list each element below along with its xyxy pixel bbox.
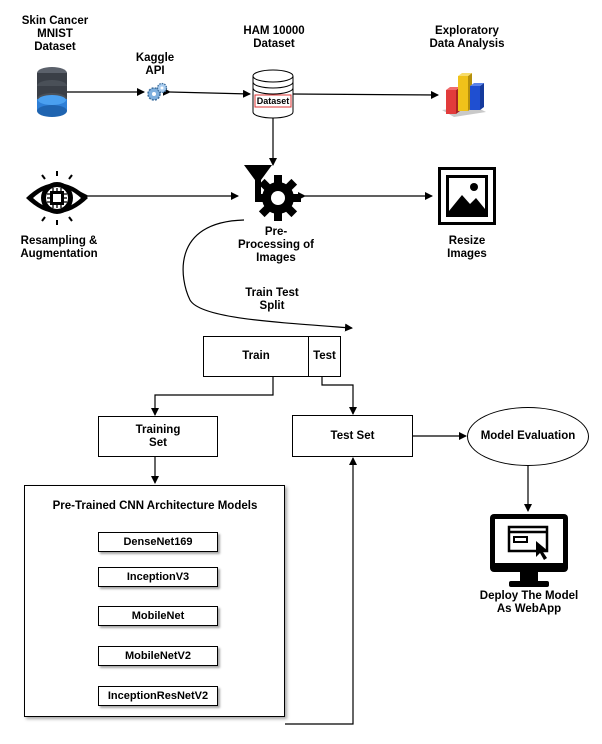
resampling-label: Resampling & Augmentation — [20, 235, 98, 260]
ham-dataset-label: HAM 10000 Dataset — [243, 25, 305, 50]
kaggle-api-label: Kaggle API — [135, 52, 175, 77]
edge-train-trainingset — [151, 376, 274, 416]
funnel-gear-icon — [244, 165, 301, 221]
dataset-cylinder-icon: Dataset — [251, 68, 295, 120]
image-icon — [438, 167, 496, 225]
training-set-box: Training Set — [98, 416, 218, 457]
database-icon — [37, 67, 67, 117]
pretrained-models-container — [24, 485, 285, 717]
deploy-label: Deploy The Model As WebApp — [479, 590, 579, 615]
dataset-cylinder-label: Dataset — [256, 96, 290, 106]
pretrained-title: Pre-Trained CNN Architecture Models — [52, 500, 258, 512]
test-set-box: Test Set — [292, 415, 413, 457]
model-densenet169: DenseNet169 — [98, 532, 218, 552]
edge-preproc-train — [182, 219, 353, 332]
model-inceptionresnetv2: InceptionResNetV2 — [98, 686, 218, 706]
eda-label: Exploratory Data Analysis — [429, 25, 505, 50]
model-mobilenet: MobileNet — [98, 606, 218, 626]
skin-cancer-dataset-label: Skin Cancer MNIST Dataset — [21, 15, 89, 53]
edge-pretrained-testset — [285, 457, 357, 725]
bar-chart-icon — [442, 73, 486, 117]
gears-icon — [147, 82, 168, 101]
model-mobilenetv2: MobileNetV2 — [98, 646, 218, 666]
edge-ham-eda — [284, 89, 439, 99]
resize-label: Resize Images — [447, 235, 487, 260]
eye-chip-icon — [26, 171, 88, 225]
train-box: Train — [203, 336, 309, 377]
model-inceptionv3: InceptionV3 — [98, 567, 218, 587]
test-box: Test — [308, 336, 341, 377]
preprocessing-label: Pre- Processing of Images — [237, 226, 315, 264]
split-label: Train Test Split — [245, 287, 299, 312]
edge-test-testset — [321, 372, 357, 415]
edge-kaggle-ham — [162, 87, 251, 98]
monitor-cursor-icon — [490, 514, 568, 587]
model-evaluation-node: Model Evaluation — [467, 407, 589, 466]
